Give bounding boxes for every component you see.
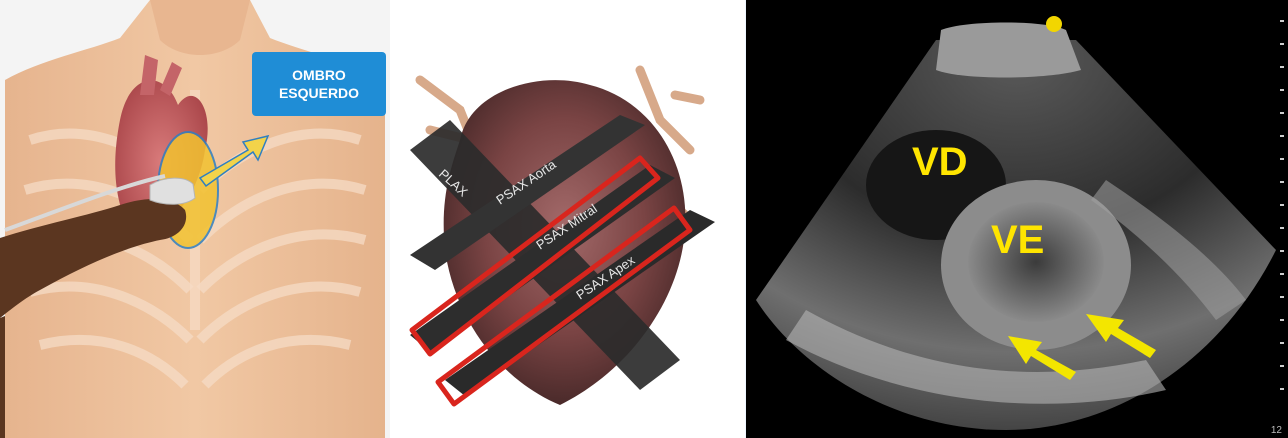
label-vd: VD	[912, 140, 968, 185]
probe-orientation-dot	[1046, 16, 1062, 32]
imaging-planes-panel: PLAX PSAX Aorta PSAX Mitral PSAX Apex	[390, 0, 745, 438]
ultrasound-panel: VD VE 12	[746, 0, 1288, 438]
label-ve: VE	[991, 218, 1044, 263]
torso-illustration-panel: OMBRO ESQUERDO	[0, 0, 390, 438]
depth-value: 12	[1271, 425, 1282, 436]
shoulder-callout-text: OMBRO ESQUERDO	[279, 66, 359, 102]
imaging-planes-illustration: PLAX PSAX Aorta PSAX Mitral PSAX Apex	[390, 0, 745, 438]
depth-scale	[1280, 20, 1284, 420]
shoulder-callout: OMBRO ESQUERDO	[252, 52, 386, 116]
